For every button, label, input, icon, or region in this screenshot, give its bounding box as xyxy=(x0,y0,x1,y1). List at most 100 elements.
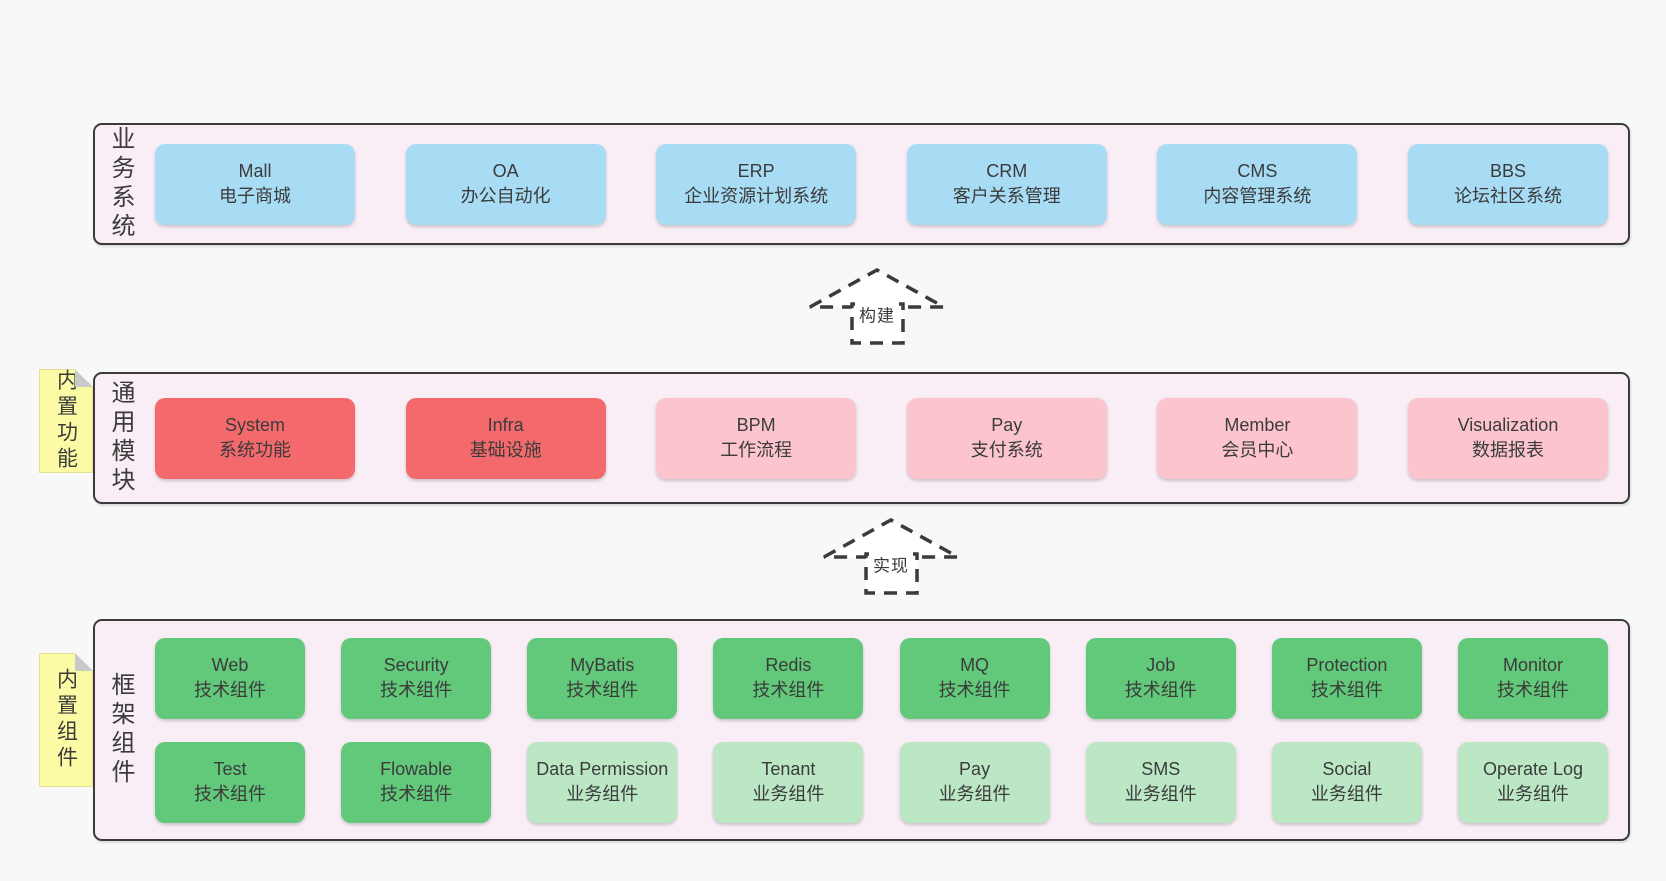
box-title: SMS xyxy=(1141,759,1181,779)
box-title: CRM xyxy=(986,161,1028,181)
arrow-label: 实现 xyxy=(869,550,913,578)
module-box-member: Member 会员中心 xyxy=(1157,397,1358,479)
box-title: CMS xyxy=(1237,161,1278,181)
box-title: Member xyxy=(1224,415,1291,435)
arrow-label: 构建 xyxy=(855,300,899,328)
box-title: Data Permission xyxy=(536,759,669,779)
module-box-oa: OA 办公自动化 xyxy=(405,143,606,225)
module-box-protection: Protection 技术组件 xyxy=(1271,637,1422,719)
module-box-data-permission: Data Permission 业务组件 xyxy=(527,741,678,823)
box-title: Operate Log xyxy=(1482,759,1584,779)
box-subtitle: 业务组件 xyxy=(566,784,639,804)
module-box-infra: Infra 基础设施 xyxy=(405,397,606,479)
box-subtitle: 内容管理系统 xyxy=(1203,186,1312,206)
module-box-monitor: Monitor 技术组件 xyxy=(1457,637,1608,719)
module-box-bbs: BBS 论坛社区系统 xyxy=(1407,143,1608,225)
box-title: Monitor xyxy=(1502,655,1563,675)
box-subtitle: 数据报表 xyxy=(1471,440,1544,460)
box-title: MQ xyxy=(960,655,990,675)
panel-box-grid: Mall 电子商城 OA 办公自动化 ERP 企业资源计划系统 CRM 客户关系管理 CMS 内容… xyxy=(155,125,1608,243)
panel-business-systems: 业务系统 Mall 电子商城 OA 办公自动化 ERP 企业资源计划系统 CRM 客户关系管理… xyxy=(93,123,1630,245)
module-box-pay: Pay 支付系统 xyxy=(906,397,1107,479)
box-title: Security xyxy=(383,655,449,675)
module-box-web: Web 技术组件 xyxy=(155,637,305,719)
sticky-note-label: 内置功能 xyxy=(54,369,78,473)
box-subtitle: 论坛社区系统 xyxy=(1453,186,1562,206)
box-title: Visualization xyxy=(1457,415,1559,435)
box-subtitle: 业务组件 xyxy=(1496,784,1569,804)
box-subtitle: 工作流程 xyxy=(720,440,793,460)
box-subtitle: 支付系统 xyxy=(970,440,1043,460)
folded-corner-icon xyxy=(75,653,93,671)
module-box-social: Social 业务组件 xyxy=(1271,741,1422,823)
box-title: Redis xyxy=(765,655,812,675)
box-subtitle: 技术组件 xyxy=(194,680,266,700)
box-title: Infra xyxy=(487,415,524,435)
module-box-erp: ERP 企业资源计划系统 xyxy=(656,143,857,225)
module-box-security: Security 技术组件 xyxy=(341,637,492,719)
sticky-note-builtin-features: 内置功能 xyxy=(39,369,93,473)
box-title: BPM xyxy=(736,415,776,435)
box-title: Social xyxy=(1322,759,1372,779)
box-subtitle: 电子商城 xyxy=(219,186,291,206)
module-box-mall: Mall 电子商城 xyxy=(155,143,355,225)
sticky-note-builtin-components: 内置组件 xyxy=(39,653,93,787)
box-title: Mall xyxy=(238,161,272,181)
box-title: BBS xyxy=(1489,161,1526,181)
folded-corner-icon xyxy=(75,369,93,387)
box-title: ERP xyxy=(737,161,775,181)
box-subtitle: 基础设施 xyxy=(469,440,542,460)
box-subtitle: 技术组件 xyxy=(752,680,825,700)
box-subtitle: 企业资源计划系统 xyxy=(684,186,829,206)
box-subtitle: 业务组件 xyxy=(1124,784,1197,804)
box-title: Web xyxy=(211,655,249,675)
module-box-bpm: BPM 工作流程 xyxy=(656,397,857,479)
box-title: Tenant xyxy=(761,759,816,779)
arrow-build: 构建 xyxy=(807,266,947,346)
module-box-mybatis: MyBatis 技术组件 xyxy=(527,637,678,719)
panel-side-label: 框架组件 xyxy=(107,672,134,788)
box-title: Job xyxy=(1146,655,1176,675)
box-subtitle: 技术组件 xyxy=(1124,680,1197,700)
panel-side-label: 通用模块 xyxy=(107,380,134,496)
box-title: OA xyxy=(492,161,519,181)
module-box-crm: CRM 客户关系管理 xyxy=(906,143,1107,225)
box-title: Flowable xyxy=(380,759,453,779)
box-subtitle: 技术组件 xyxy=(1496,680,1569,700)
box-subtitle: 技术组件 xyxy=(380,784,453,804)
box-title: Protection xyxy=(1306,655,1388,675)
module-box-job: Job 技术组件 xyxy=(1085,637,1236,719)
module-box-tenant: Tenant 业务组件 xyxy=(713,741,864,823)
box-subtitle: 客户关系管理 xyxy=(952,186,1061,206)
box-subtitle: 技术组件 xyxy=(566,680,639,700)
module-box-redis: Redis 技术组件 xyxy=(713,637,864,719)
panel-side-label: 业务系统 xyxy=(107,126,134,242)
module-box-operate-log: Operate Log 业务组件 xyxy=(1457,741,1608,823)
module-box-flowable: Flowable 技术组件 xyxy=(341,741,492,823)
box-title: MyBatis xyxy=(570,655,635,675)
box-subtitle: 办公自动化 xyxy=(460,186,551,206)
box-title: Pay xyxy=(959,759,991,779)
module-box-cms: CMS 内容管理系统 xyxy=(1157,143,1358,225)
module-box-mq: MQ 技术组件 xyxy=(899,637,1050,719)
box-subtitle: 会员中心 xyxy=(1221,440,1294,460)
sticky-note-label: 内置组件 xyxy=(54,668,78,772)
box-title: Pay xyxy=(991,415,1023,435)
box-subtitle: 技术组件 xyxy=(380,680,453,700)
box-subtitle: 技术组件 xyxy=(938,680,1011,700)
box-title: System xyxy=(224,415,285,435)
box-subtitle: 业务组件 xyxy=(1310,784,1383,804)
box-row: Mall 电子商城 OA 办公自动化 ERP 企业资源计划系统 CRM 客户关系管理 CMS 内容… xyxy=(155,143,1608,225)
box-title: Test xyxy=(213,759,247,779)
box-subtitle: 业务组件 xyxy=(938,784,1011,804)
box-subtitle: 业务组件 xyxy=(752,784,825,804)
box-subtitle: 技术组件 xyxy=(1310,680,1383,700)
